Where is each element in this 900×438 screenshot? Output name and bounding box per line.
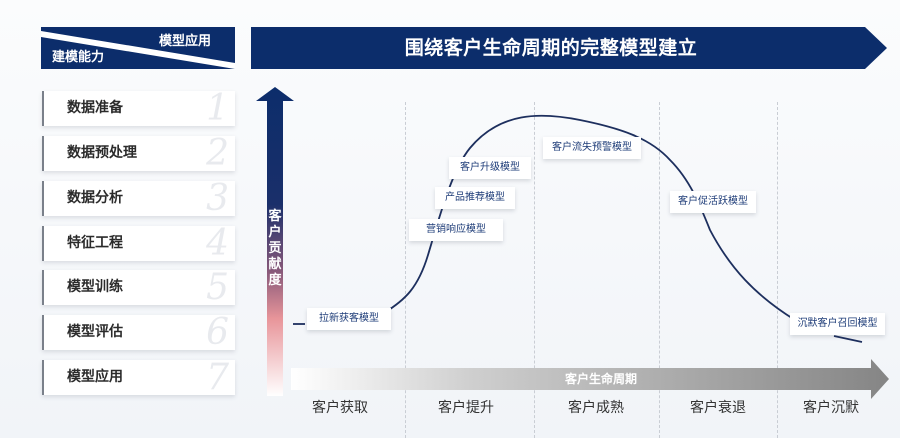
title-banner: 围绕客户生命周期的完整模型建立 [251,27,887,69]
step-label: 模型训练 [67,279,123,295]
step-number: 6 [206,312,229,353]
model-label-reactivation: 客户促活跃模型 [670,191,756,213]
step-card-5: 模型训练 5 [42,267,235,308]
step-number: 5 [206,267,229,308]
y-axis-arrow: 客户贡献度 [255,87,295,396]
step-card-6: 模型评估 6 [42,312,235,353]
step-label: 模型应用 [67,369,123,385]
model-label-marketing-response: 营销响应模型 [409,219,503,241]
step-label: 数据分析 [67,190,123,206]
model-label-product-recommend: 产品推荐模型 [435,187,515,209]
step-number: 2 [206,133,229,174]
model-label-acquisition: 拉新获客模型 [307,308,391,330]
step-label: 模型评估 [67,324,123,340]
step-label: 数据预处理 [67,145,137,161]
left-header: 模型应用 建模能力 [41,27,235,69]
model-text: 客户流失预警模型 [552,142,632,153]
step-card-3: 数据分析 3 [42,178,235,219]
x-axis-label: 客户生命周期 [564,372,637,386]
arrow-up-icon [256,87,294,396]
model-label-churn-warning: 客户流失预警模型 [543,137,641,159]
page-title: 围绕客户生命周期的完整模型建立 [404,37,698,59]
step-card-2: 数据预处理 2 [42,133,235,174]
model-text: 沉默客户召回模型 [797,318,878,329]
model-label-silent-recall: 沉默客户召回模型 [790,313,885,335]
step-number: 3 [206,178,229,219]
step-label: 特征工程 [67,235,123,251]
model-text: 客户升级模型 [460,162,520,173]
step-number: 7 [206,357,229,398]
stage-decline: 客户衰退 [690,400,746,416]
stage-silent: 客户沉默 [803,400,859,416]
stage-divider [405,102,406,438]
step-card-4: 特征工程 4 [42,223,235,264]
step-label: 数据准备 [67,100,123,116]
step-card-7: 模型应用 7 [42,357,235,398]
stage-acquisition: 客户获取 [312,400,368,416]
arrow-right-icon [291,359,889,399]
stage-divider [777,102,778,438]
header-model-application: 模型应用 [158,34,211,49]
diagonal-divider [41,31,235,69]
stage-divider [659,102,660,438]
step-card-1: 数据准备 1 [42,88,235,129]
model-text: 拉新获客模型 [319,313,379,324]
y-axis-label: 客户贡献度 [268,209,282,288]
stage-divider [534,102,535,438]
stage-growth: 客户提升 [438,400,494,416]
model-text: 客户促活跃模型 [678,196,748,207]
model-text: 产品推荐模型 [445,192,505,203]
header-modeling-capability: 建模能力 [52,50,105,65]
stage-maturity: 客户成熟 [568,400,624,416]
step-number: 1 [206,88,229,129]
banner-arrow-shape [251,27,887,69]
step-number: 4 [206,223,229,264]
x-axis-arrow: 客户生命周期 [291,357,889,402]
model-label-customer-upgrade: 客户升级模型 [449,157,531,179]
model-text: 营销响应模型 [426,224,486,235]
